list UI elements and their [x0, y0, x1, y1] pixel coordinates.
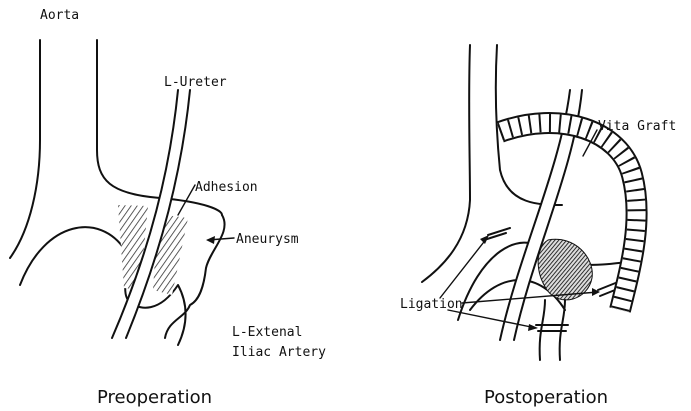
iliac-label-line2: Iliac Artery — [232, 345, 326, 360]
postoperation-panel: Vita Graft Ligation Postoperation — [400, 45, 676, 408]
ligation-mark-aorta — [484, 228, 510, 240]
aorta-label: Aorta — [40, 8, 79, 23]
postoperation-caption: Postoperation — [484, 387, 608, 408]
aneurysm-arrowhead — [206, 236, 215, 244]
ligation-label: Ligation — [400, 297, 463, 312]
aneurysm-label: Aneurysm — [236, 232, 299, 247]
clotted-aneurysm — [538, 239, 592, 300]
preoperation-caption: Preoperation — [97, 387, 212, 408]
iliac-label-line1: L-Extenal — [232, 325, 302, 340]
ureter-label: L-Ureter — [164, 75, 227, 90]
preoperation-panel: Aorta L-Ureter Adhesion Aneurysm L-Exten… — [10, 8, 326, 408]
adhesion-label: Adhesion — [195, 180, 258, 195]
vita-graft-label: Vita Graft — [598, 119, 676, 134]
